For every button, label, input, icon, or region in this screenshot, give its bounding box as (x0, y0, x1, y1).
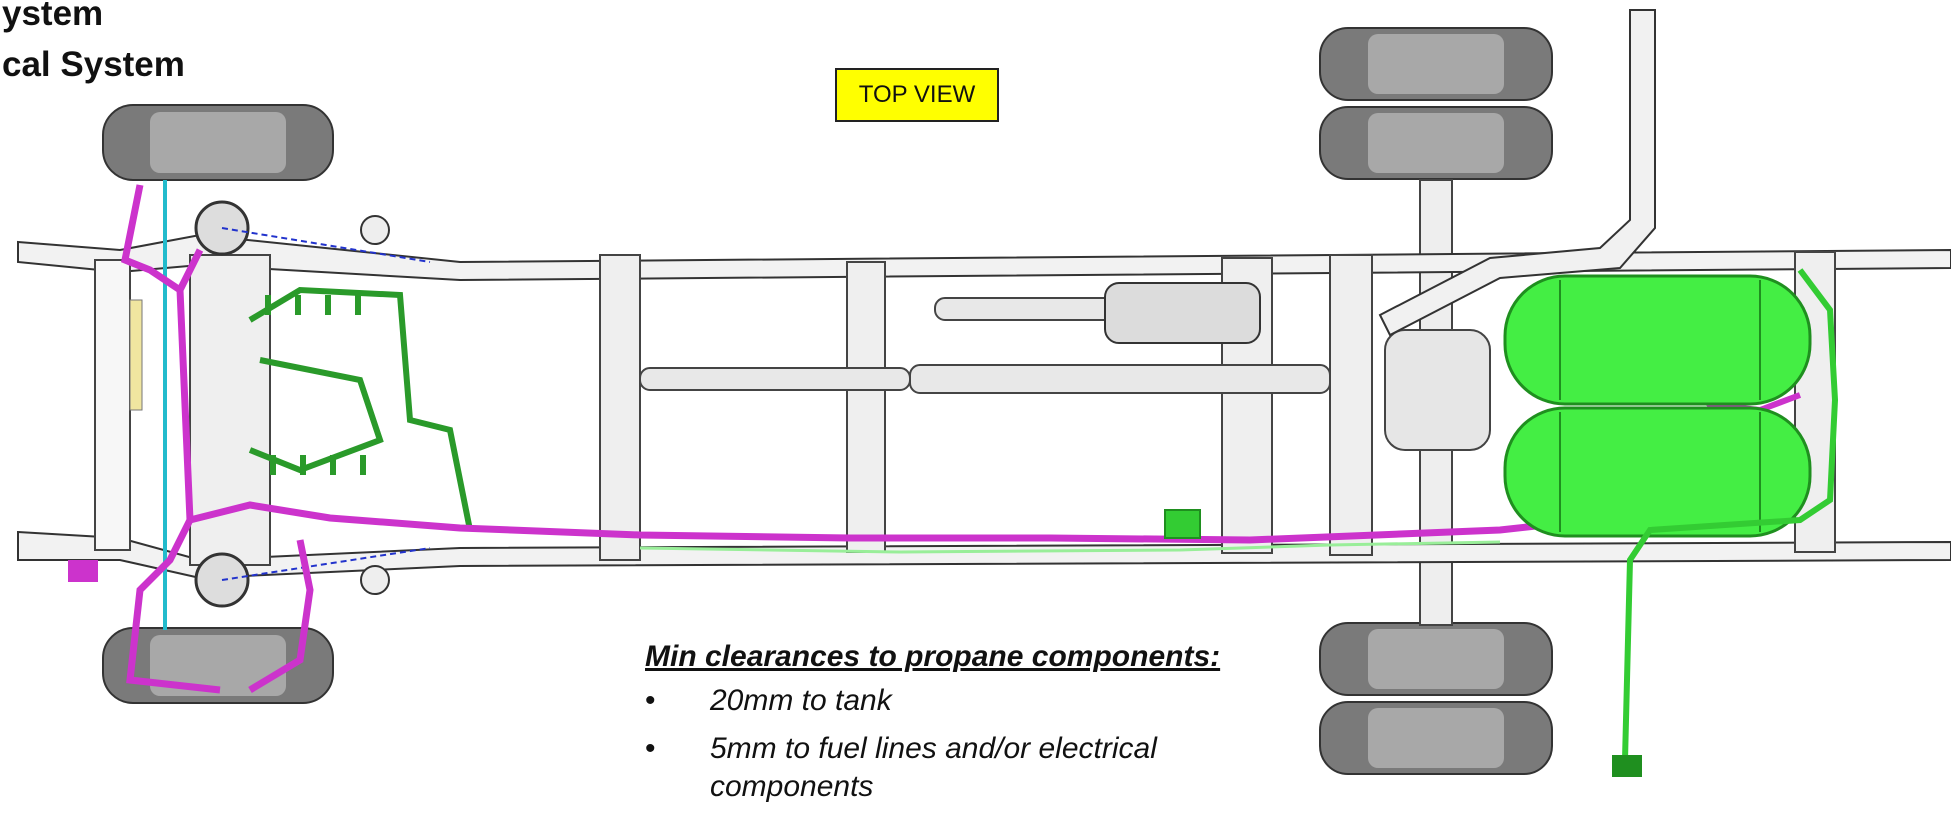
engine-wiring-harness (248, 286, 473, 531)
transfer-shaft (934, 297, 1121, 321)
chassis-diagram (17, 9, 1951, 777)
clearance-notes-list: • 20mm to tank • 5mm to fuel lines and/o… (645, 682, 1245, 806)
diagram-title-line-1: ystem (2, 0, 104, 33)
transmission-tail (1104, 282, 1261, 344)
front-axle-link (94, 259, 131, 551)
propane-tank-lower (1503, 406, 1812, 538)
view-label: TOP VIEW (835, 68, 999, 122)
rear-differential (1384, 329, 1491, 451)
frame-rail-left (17, 233, 1951, 282)
bullet-icon: • (645, 732, 656, 765)
crossmember-2 (846, 261, 886, 553)
engine-wiring-connectors (265, 295, 366, 475)
steering-damper (129, 299, 143, 411)
harness-connector-front (68, 560, 98, 582)
front-right-mount (360, 565, 390, 595)
rear-right-inner-tire (1319, 622, 1553, 696)
exhaust-pipe (1378, 9, 1656, 337)
crossmember-4 (1329, 254, 1373, 556)
rear-drive-shaft (909, 364, 1331, 394)
clearance-note-text: 20mm to tank (710, 684, 892, 717)
electrical-harness (120, 184, 1591, 694)
front-left-mount (360, 215, 390, 245)
diagram-title-line-2: cal System (2, 45, 185, 84)
crossmember-1 (599, 254, 641, 561)
propane-tank-upper (1503, 274, 1812, 406)
clearance-note-item: • 20mm to tank (645, 682, 1245, 720)
clearance-notes-heading: Min clearances to propane components: (645, 640, 1221, 673)
propane-line-forward (639, 540, 1501, 554)
propane-fill-valve (1612, 755, 1642, 777)
clearance-note-item: • 5mm to fuel lines and/or electrical co… (645, 730, 1245, 806)
front-left-tire (102, 104, 334, 181)
rear-right-outer-tire (1319, 701, 1553, 775)
brake-line-left (221, 227, 431, 263)
propane-regulator (1164, 509, 1201, 539)
rear-left-outer-tire (1319, 27, 1553, 101)
clearance-notes: Min clearances to propane components: • … (645, 640, 1245, 816)
brake-line-right (221, 547, 431, 581)
front-drive-shaft (639, 367, 911, 391)
clearance-note-text: 5mm to fuel lines and/or electrical comp… (710, 732, 1157, 803)
bullet-icon: • (645, 684, 656, 717)
rear-left-inner-tire (1319, 106, 1553, 180)
propane-fuel-line (1622, 268, 1839, 761)
